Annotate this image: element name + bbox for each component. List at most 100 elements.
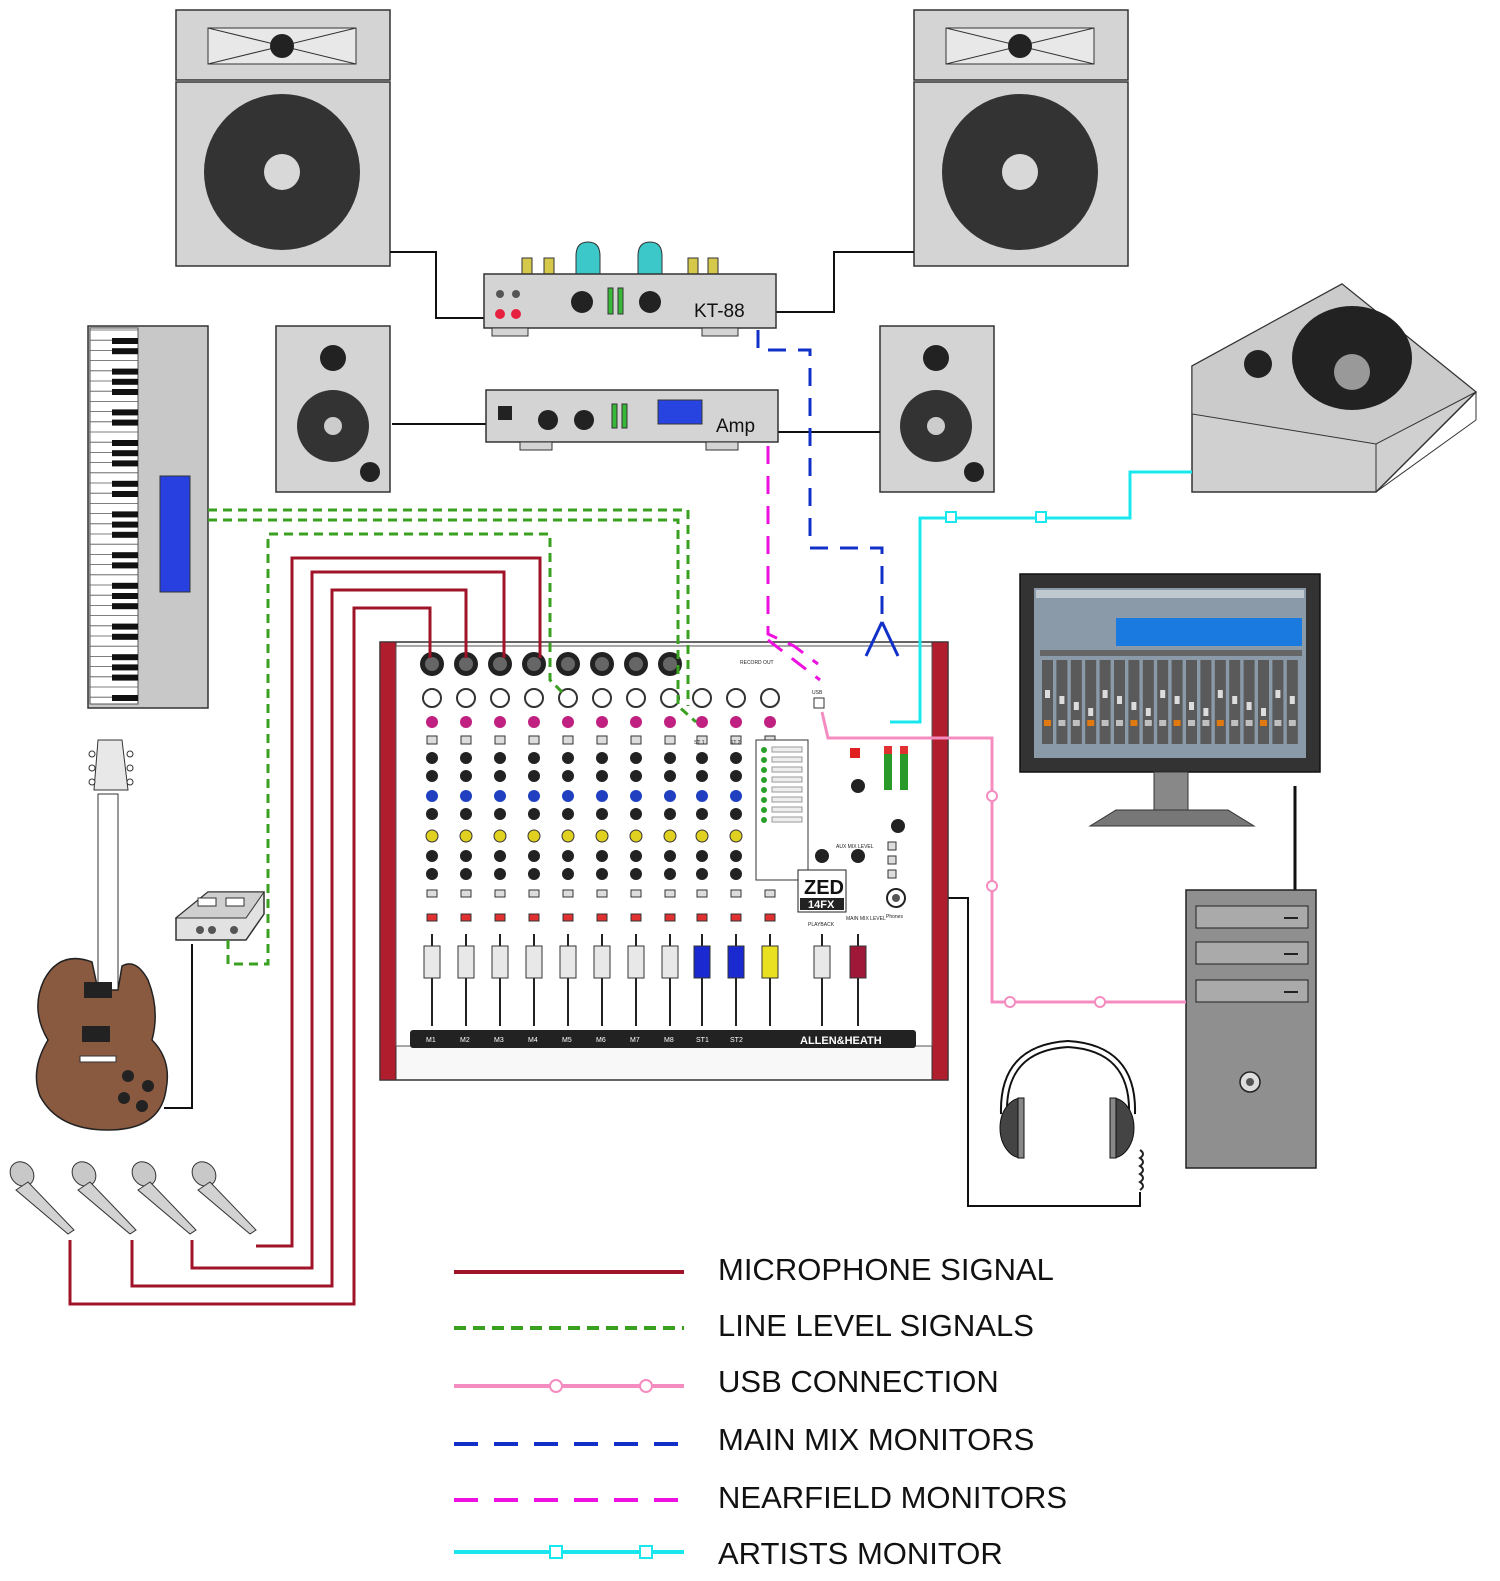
- tube-amp-kt88: KT-88: [483, 241, 777, 337]
- gain-knob: [460, 716, 472, 728]
- aux-knob: [460, 850, 472, 862]
- mixer-st1-label: ST 1: [694, 740, 705, 746]
- eq-knob: [562, 770, 574, 782]
- jack-input: [456, 688, 476, 708]
- cables-line-level: [208, 508, 697, 966]
- hpf-button: [630, 735, 642, 745]
- main-speaker-right: [913, 9, 1129, 267]
- nearfield-speaker-right: [879, 325, 995, 493]
- daw-button: [1173, 720, 1181, 726]
- eq-knob: [460, 770, 472, 782]
- pfl-button: [494, 889, 506, 898]
- fx-label-box: [771, 796, 803, 803]
- channel-label: ST2: [730, 1037, 743, 1044]
- fx-led: [761, 767, 767, 773]
- legend: MICROPHONE SIGNAL LINE LEVEL SIGNALS USB…: [454, 1252, 1067, 1571]
- black-key: [112, 460, 138, 467]
- aux-knob: [562, 850, 574, 862]
- mute-button: [730, 913, 742, 922]
- pfl-button: [426, 889, 438, 898]
- daw-button: [1130, 720, 1138, 726]
- eq-knob: [630, 808, 642, 820]
- fx-knob: [425, 829, 439, 843]
- fx-label-box: [771, 786, 803, 793]
- jack-input: [726, 688, 746, 708]
- black-key: [112, 338, 138, 344]
- black-key: [112, 695, 138, 701]
- fx-knob: [663, 829, 677, 843]
- eq-knob: [630, 790, 642, 802]
- cables-main-mix: [756, 330, 884, 622]
- fader-cap: [727, 945, 745, 979]
- black-key: [112, 623, 138, 630]
- aux-knob: [426, 850, 438, 862]
- channel-label: M2: [460, 1037, 470, 1044]
- microphones: [9, 1161, 257, 1235]
- legend-label-main-mix: MAIN MIX MONITORS: [718, 1422, 1034, 1457]
- fx-led: [761, 807, 767, 813]
- mixer-strip: [454, 652, 478, 1026]
- eq-knob: [730, 770, 742, 782]
- daw-button: [1144, 720, 1152, 726]
- microphone-icon: [191, 1161, 257, 1235]
- pfl-button: [528, 889, 540, 898]
- gain-knob: [494, 716, 506, 728]
- hpf-button: [562, 735, 574, 745]
- eq-knob: [696, 808, 708, 820]
- mute-button: [630, 913, 642, 922]
- eq-knob: [596, 770, 608, 782]
- eq-knob: [426, 752, 438, 764]
- daw-button: [1087, 720, 1095, 726]
- mixer-playback-label: PLAYBACK: [808, 922, 835, 928]
- pan-knob: [494, 868, 506, 880]
- mixer-strip: [522, 652, 546, 1026]
- daw-fader: [1117, 696, 1122, 704]
- jack-input: [422, 688, 442, 708]
- black-key: [112, 491, 138, 497]
- artist-wedge-monitor: [1191, 283, 1478, 493]
- eq-knob: [664, 790, 676, 802]
- pan-knob: [664, 868, 676, 880]
- black-key: [112, 674, 138, 681]
- hpf-button: [426, 735, 438, 745]
- fader-cap: [559, 945, 577, 979]
- black-key: [112, 603, 138, 610]
- channel-label: M7: [630, 1037, 640, 1044]
- eq-knob: [696, 770, 708, 782]
- hpf-button: [494, 735, 506, 745]
- eq-knob: [664, 770, 676, 782]
- mixer-model: 14FX: [808, 899, 835, 911]
- aux-knob: [696, 850, 708, 862]
- aux-knob: [528, 850, 540, 862]
- pan-knob: [596, 868, 608, 880]
- black-key: [112, 419, 138, 426]
- microphone-icon: [71, 1161, 137, 1235]
- pan-knob: [562, 868, 574, 880]
- gain-knob: [596, 716, 608, 728]
- fx-knob: [561, 829, 575, 843]
- eq-knob: [630, 770, 642, 782]
- fader-cap: [661, 945, 679, 979]
- pan-knob: [730, 868, 742, 880]
- legend-item-main-mix: MAIN MIX MONITORS: [454, 1422, 1034, 1457]
- fx-label-box: [771, 776, 803, 783]
- black-key: [112, 633, 138, 640]
- jack-input: [592, 688, 612, 708]
- daw-strip: [1085, 660, 1097, 744]
- nearfield-speaker-left: [275, 325, 391, 493]
- fx-label-box: [771, 766, 803, 773]
- black-key: [112, 664, 138, 671]
- jack-input: [524, 688, 544, 708]
- hpf-button: [596, 735, 608, 745]
- mixer-strip: [692, 688, 712, 1026]
- fx-label-box: [771, 816, 803, 823]
- mute-button: [696, 913, 708, 922]
- daw-fader: [1131, 702, 1137, 710]
- jack-input: [692, 688, 712, 708]
- channel-label: M3: [494, 1037, 504, 1044]
- hpf-button: [696, 735, 708, 745]
- mute-button: [562, 913, 574, 922]
- jack-input: [558, 688, 578, 708]
- gain-knob: [426, 716, 438, 728]
- gain-knob: [528, 716, 540, 728]
